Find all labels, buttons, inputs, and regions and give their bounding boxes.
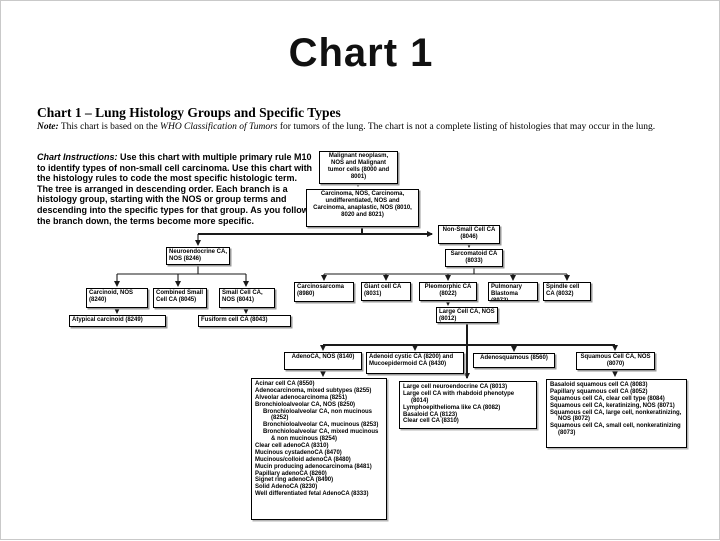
instructions-text: Use this chart with multiple primary rul… [37,152,313,226]
list-item: Large cell neuroendocrine CA (8013) [403,384,508,390]
list-large-cell-types: Large cell neuroendocrine CA (8013) Larg… [399,381,537,429]
list-item: Papillary adenoCA (8260) [255,470,327,477]
node-small-cell-ca: Small Cell CA, NOS (8041) [219,288,275,308]
chart-instructions: Chart Instructions: Use this chart with … [37,152,313,226]
chart-note: Note: This chart is based on the WHO Cla… [37,122,691,133]
list-adenoca-types: Acinar cell CA (8550) Adenocarcinoma, mi… [251,378,387,520]
node-spindle-cell-ca: Spindle cell CA (8032) [543,282,591,301]
list-item: Bronchioloalveolar CA, NOS (8250) [255,401,356,408]
node-fusiform-cell-ca: Fusiform cell CA (8043) [198,315,291,327]
list-item: Papillary squamous cell CA (8052) [550,388,648,395]
list-item: Squamous cell CA, small cell, nonkeratin… [550,423,681,437]
note-label: Note: [37,122,59,132]
node-giant-cell-ca: Giant cell CA (8031) [361,282,411,301]
list-item: Mucinous cystadenoCA (8470) [255,449,342,456]
node-neuroendocrine-ca: Neuroendocrine CA, NOS (8246) [166,247,230,265]
list-item: Mucin producing adenocarcinoma (8481) [255,463,372,470]
node-adenosquamous: Adenosquamous (8560) [473,353,555,368]
node-squamous-cell-ca: Squamous Cell CA, NOS (8070) [576,352,655,370]
node-sarcomatoid-ca: Sarcomatoid CA (8033) [445,249,503,267]
list-item: Signet ring adenoCA (8490) [255,477,334,484]
node-adenoca-nos: AdenoCA, NOS (8140) [284,352,362,370]
list-item: Basaloid CA (8123) [403,411,458,418]
list-squamous-types: Basaloid squamous cell CA (8083) Papilla… [546,379,687,448]
node-carcinosarcoma: Carcinosarcoma (8980) [294,282,354,302]
list-item: Squamous cell CA, keratinizing, NOS (807… [550,402,675,409]
note-text: This chart is based on the [58,122,161,132]
node-pleomorphic-ca: Pleomorphic CA (8022) [419,282,477,301]
list-item: Clear cell CA (8310) [403,418,459,425]
node-adenoid-cystic-mucoepidermoid: Adenoid cystic CA (8200) and Mucoepiderm… [366,352,464,374]
list-item: Well differentiated fetal AdenoCA (8333) [255,491,369,498]
node-large-cell-ca: Large Cell CA, NOS (8012) [436,307,498,323]
node-non-small-cell-ca: Non-Small Cell CA (8046) [438,225,500,244]
node-carcinoid-nos: Carcinoid, NOS (8240) [86,288,148,308]
node-malignant-neoplasm: Malignant neoplasm, NOS and Malignant tu… [319,151,398,184]
list-item: Adenocarcinoma, mixed subtypes (8255) [255,387,372,394]
instructions-label: Chart Instructions: [37,152,118,162]
list-item: Bronchioloalveolar CA, non mucinous (825… [263,408,373,422]
node-carcinoma-nos: Carcinoma, NOS, Carcinoma, undifferentia… [306,189,419,227]
list-item: Clear cell adenoCA (8310) [255,443,329,450]
chart-title: Chart 1 – Lung Histology Groups and Spec… [37,105,341,120]
note-text-2: for tumors of the lung. The chart is not… [277,122,656,132]
slide-title: Chart 1 [288,31,434,75]
list-item: Lymphoepithelioma like CA (8082) [403,404,501,411]
list-item: Squamous cell CA, clear cell type (8084) [550,395,665,402]
list-item: Squamous cell CA, large cell, nonkeratin… [550,409,682,423]
list-item: Large cell CA with rhabdoid phenotype (8… [403,390,515,404]
node-atypical-carcinoid: Atypical carcinoid (8249) [69,315,166,327]
list-item: Acinar cell CA (8550) [255,381,315,387]
list-item: Solid AdenoCA (8230) [255,484,318,491]
list-item: Basaloid squamous cell CA (8083) [550,382,648,388]
list-item: Alveolar adenocarcinoma (8251) [255,394,348,401]
list-item: Bronchioloalveolar CA, mucinous (8253) [263,422,379,429]
node-combined-small-cell-ca: Combined Small Cell CA (8045) [153,288,207,308]
list-item: Bronchioloalveolar CA, mixed mucinous & … [263,429,379,443]
list-item: Mucinous/colloid adenoCA (8480) [255,456,351,463]
note-who-reference: WHO Classification of Tumors [160,122,278,132]
node-pulmonary-blastoma: Pulmonary Blastoma (8972) [488,282,538,301]
